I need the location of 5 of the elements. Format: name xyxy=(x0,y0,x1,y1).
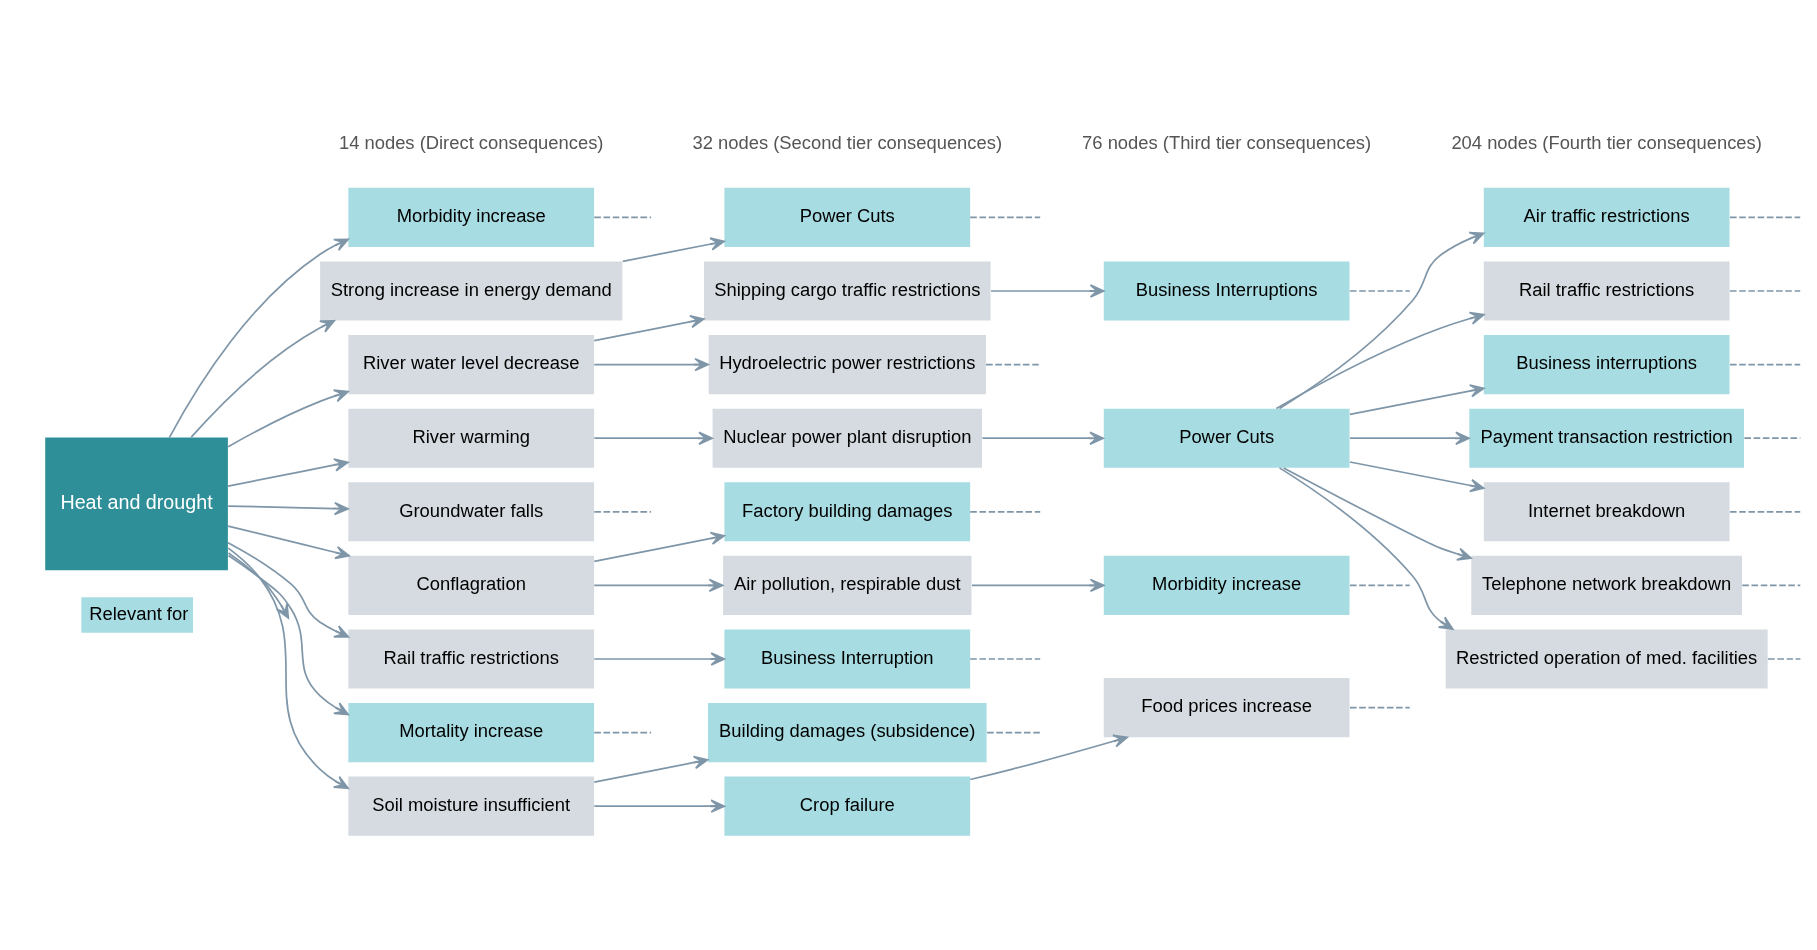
label: 32 nodes (Second tier consequences) xyxy=(692,131,1003,153)
legend-label: Relevant for xyxy=(89,602,189,624)
label: 204 nodes (Fourth tier consequences) xyxy=(1451,131,1762,153)
label: 76 nodes (Third tier consequences) xyxy=(1082,131,1372,153)
label: 14 nodes (Direct consequences) xyxy=(338,131,604,153)
